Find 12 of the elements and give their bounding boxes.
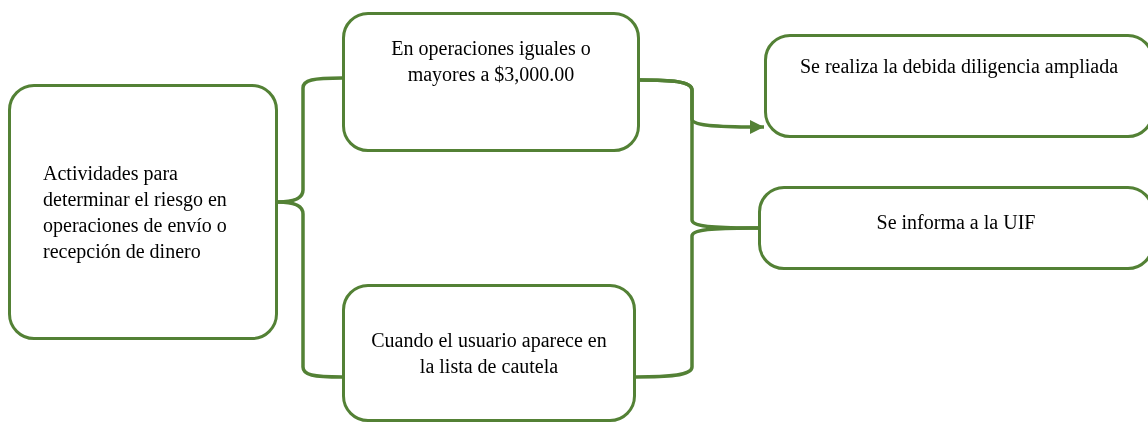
rounded-box: [342, 12, 640, 152]
box-text: Cuando el usuario aparece en la lista de cautela: [370, 328, 608, 379]
box-text: Se informa a la UIF: [875, 210, 1037, 235]
rounded-box: [758, 186, 1148, 270]
box-text: Se realiza la debida diligencia ampliada: [798, 54, 1120, 79]
connector-line: [636, 226, 758, 379]
box-text: Actividades para determinar el riesgo en operaciones de envío o recepción de dinero: [43, 161, 228, 264]
rounded-box: [8, 84, 278, 340]
box-text: En operaciones iguales o mayores a $3,000.00: [390, 36, 592, 87]
connector-line: [277, 200, 342, 379]
rounded-box: [342, 284, 636, 422]
rounded-box: [764, 34, 1148, 138]
